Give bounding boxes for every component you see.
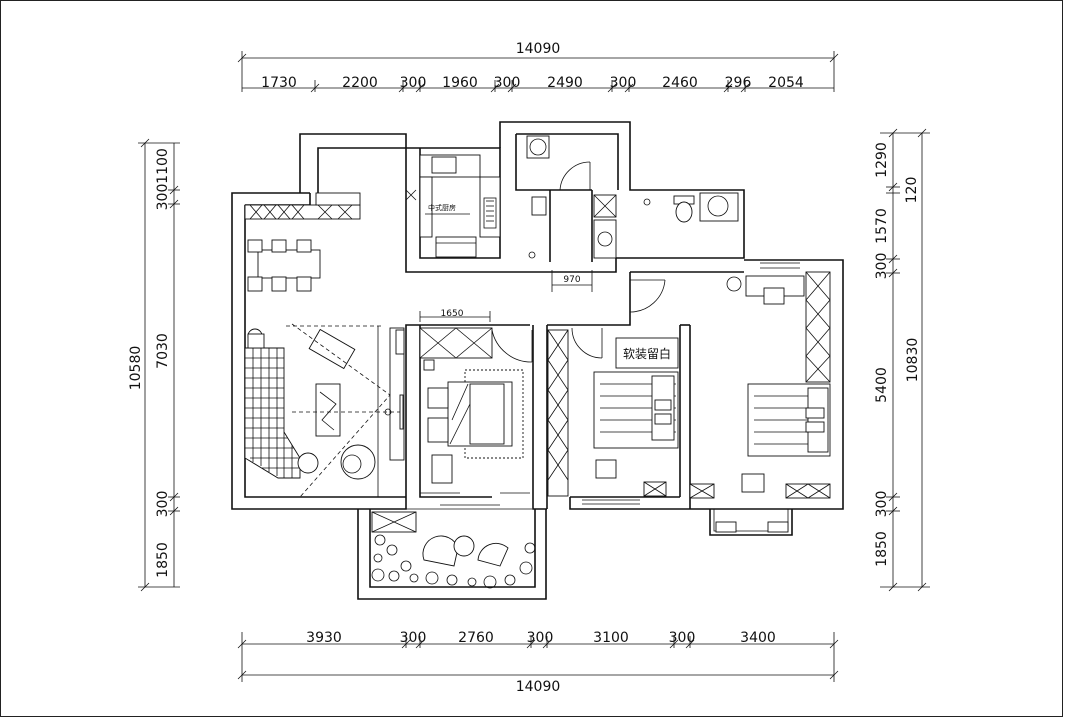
round-side-table bbox=[297, 452, 319, 474]
kitchen: 中式厨房 bbox=[405, 154, 501, 258]
wine-cabinet bbox=[315, 192, 361, 206]
right-dim-6: 1850 bbox=[874, 531, 890, 567]
right-dim-4: 5400 bbox=[874, 367, 890, 403]
sideboard-cabinet bbox=[244, 204, 361, 220]
left-dim-2: 7030 bbox=[155, 333, 171, 369]
bathroom-vanity bbox=[593, 219, 617, 259]
water-heater bbox=[531, 196, 547, 216]
wardrobe bbox=[805, 271, 831, 383]
dining-chair bbox=[247, 239, 263, 253]
lounge-chair bbox=[340, 444, 376, 480]
right-dim-0: 1290 bbox=[874, 142, 890, 178]
bottom-dimensions: 3930 300 2760 300 3100 300 3400 14090 bbox=[237, 630, 839, 695]
nightstand bbox=[427, 417, 449, 443]
top-dim-7: 2460 bbox=[662, 75, 698, 91]
top-dim-2: 300 bbox=[400, 75, 427, 91]
right-total-dimension: 10830 bbox=[905, 338, 921, 383]
right-dim-1: 120 bbox=[904, 177, 920, 204]
lounge-chair bbox=[477, 542, 509, 567]
left-dim-0: 1100 bbox=[155, 148, 171, 184]
corridor-dimension: 970 bbox=[563, 275, 580, 285]
desk-chair bbox=[595, 459, 617, 479]
dining-chair bbox=[247, 276, 263, 292]
dining-chair bbox=[296, 276, 312, 292]
bottom-dim-3: 300 bbox=[527, 630, 554, 646]
bottom-total-dimension: 14090 bbox=[516, 679, 561, 695]
door-swing bbox=[559, 161, 591, 191]
utility-area: 970 bbox=[526, 135, 739, 313]
left-dim-3: 300 bbox=[155, 491, 171, 518]
bottom-dim-4: 3100 bbox=[593, 630, 629, 646]
top-dim-3: 1960 bbox=[442, 75, 478, 91]
dining-table bbox=[257, 249, 321, 279]
dining-area bbox=[244, 192, 361, 292]
potted-plants bbox=[371, 534, 536, 589]
wardrobe bbox=[419, 327, 493, 359]
bedroom-b-label: 软装留白 bbox=[623, 346, 671, 361]
top-dim-4: 300 bbox=[494, 75, 521, 91]
left-dim-4: 1850 bbox=[155, 542, 171, 578]
left-total-dimension: 10580 bbox=[128, 346, 144, 391]
walls bbox=[231, 121, 844, 600]
top-dim-0: 1730 bbox=[261, 75, 297, 91]
kitchen-label: 中式厨房 bbox=[428, 203, 456, 212]
coffee-table bbox=[315, 383, 341, 437]
living-room bbox=[244, 323, 405, 498]
fridge bbox=[435, 236, 477, 258]
bottom-dim-0: 3930 bbox=[306, 630, 342, 646]
desk-chair bbox=[763, 287, 785, 305]
bottom-dim-5: 300 bbox=[669, 630, 696, 646]
right-dim-5: 300 bbox=[874, 491, 890, 518]
lounge-chair bbox=[422, 535, 459, 567]
wash-basin bbox=[699, 192, 739, 222]
dining-chair bbox=[271, 239, 287, 253]
stove bbox=[479, 176, 501, 238]
door-swing bbox=[571, 327, 603, 359]
vanity-chair bbox=[741, 473, 765, 493]
dining-chair bbox=[271, 276, 287, 292]
dining-chair bbox=[296, 239, 312, 253]
door-swing bbox=[629, 279, 666, 313]
soft-furnishing-placeholder bbox=[615, 337, 679, 369]
wardrobe bbox=[547, 329, 569, 497]
right-dim-2: 1570 bbox=[874, 208, 890, 244]
right-dimensions: 1290 120 1570 300 5400 300 1850 10830 bbox=[874, 128, 930, 592]
bottom-dim-6: 3400 bbox=[740, 630, 776, 646]
top-dim-8: 296 bbox=[725, 75, 752, 91]
floor-lamp-table bbox=[308, 328, 356, 370]
right-dim-3: 300 bbox=[874, 253, 890, 280]
desk-chair bbox=[431, 454, 453, 484]
top-dim-5: 2490 bbox=[547, 75, 583, 91]
bedroom-a: 1650 bbox=[419, 309, 533, 494]
top-dim-6: 300 bbox=[610, 75, 637, 91]
top-dim-9: 2054 bbox=[768, 75, 804, 91]
tv bbox=[399, 394, 404, 430]
left-dim-1: 300 bbox=[155, 184, 171, 211]
plant bbox=[726, 276, 742, 292]
top-total-dimension: 14090 bbox=[516, 41, 561, 57]
balcony bbox=[371, 504, 536, 589]
left-dimensions: 10580 1100 300 7030 300 1850 bbox=[128, 138, 180, 592]
master-bedroom bbox=[689, 271, 831, 533]
bottom-dim-1: 300 bbox=[400, 630, 427, 646]
bedroom-b: 软装留白 bbox=[547, 327, 679, 497]
door-swing bbox=[491, 329, 533, 363]
bedroom-width-dimension: 1650 bbox=[441, 309, 464, 319]
toilet-bowl bbox=[675, 201, 693, 223]
top-dimensions: 14090 1730 2200 300 1960 300 2490 300 24… bbox=[237, 41, 839, 93]
nightstand bbox=[427, 387, 449, 409]
bottom-dim-2: 2760 bbox=[458, 630, 494, 646]
balcony-table bbox=[453, 535, 475, 557]
top-dim-1: 2200 bbox=[342, 75, 378, 91]
